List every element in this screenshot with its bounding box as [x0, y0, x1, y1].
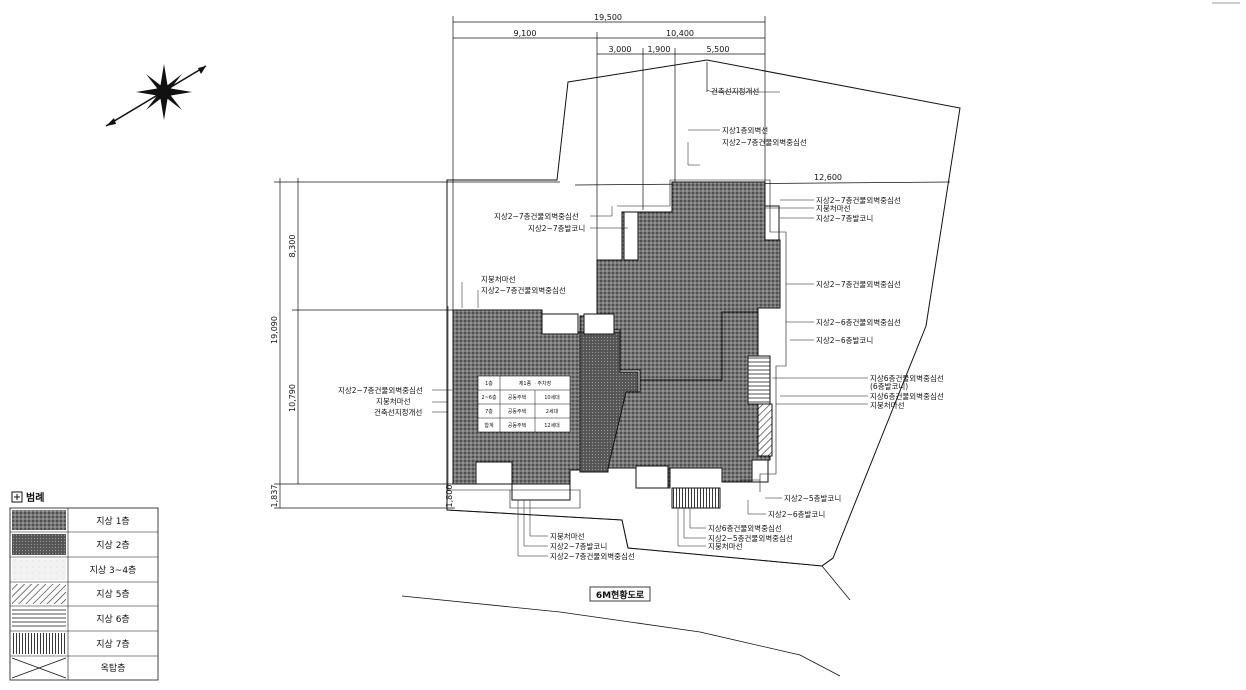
dim-left-total: 19,090	[270, 316, 279, 344]
left-dimensions	[274, 178, 560, 509]
block-5f	[757, 403, 773, 457]
block-6f	[747, 355, 771, 405]
label-l10: 지상2~7층건물외벽중심선	[481, 285, 566, 295]
label-l7: 지상2~7층발코니	[816, 213, 873, 223]
label-l15: 지상6층건물외벽중심선	[870, 391, 944, 401]
road-label-box	[589, 586, 651, 602]
legend-swatch	[12, 633, 66, 654]
leader-lines	[432, 89, 868, 557]
label-l1: 지상1층외벽선	[722, 125, 768, 135]
top-dimensions	[452, 16, 951, 310]
legend-item: 지상 6층	[96, 614, 129, 625]
dim-top-c: 5,500	[707, 45, 730, 54]
label-l20: 지상2~5층발코니	[784, 493, 841, 503]
dim-top-a: 3,000	[609, 45, 632, 54]
road-edge-upper	[446, 509, 834, 567]
table-cell: 합계	[484, 422, 494, 429]
road-edge-lower	[401, 595, 841, 677]
dim-left-lower: 10,790	[288, 384, 297, 412]
road-edge-corner	[821, 565, 851, 601]
building-footprint	[447, 179, 787, 509]
label-l19: 건축선지정개선	[374, 407, 422, 417]
legend-swatch	[12, 534, 66, 555]
legend-item: 지상 3~4층	[90, 565, 137, 576]
label-l9: 지붕처마선	[481, 275, 516, 284]
dim-left-bottom: 1,837	[270, 485, 279, 508]
table-cell: 공동주택	[508, 408, 527, 415]
dim-left-bottom2: 1,800	[445, 485, 454, 508]
label-l4: 지붕처마선	[816, 204, 851, 213]
legend-item: 지상 1층	[96, 516, 129, 527]
label-l18: 지붕처마선	[376, 397, 411, 406]
dim-left-upper: 8,300	[288, 235, 297, 258]
legend: 범례 지상 1층 지상 2층 지상 3~4층 지상 5층 지상 6층 지상 7층…	[9, 491, 159, 681]
label-l12: 지상2~6층발코니	[816, 335, 873, 345]
legend-item: 지상 2층	[96, 540, 129, 551]
table-cell: 공동주택	[508, 422, 527, 429]
label-l16: 지붕처마선	[870, 401, 905, 410]
table-cell: 2~6층	[481, 394, 497, 401]
legend-item: 지상 5층	[96, 589, 129, 600]
table-cell: 공동주택	[508, 394, 527, 401]
legend-item: 지상 7층	[96, 639, 129, 650]
label-l21: 지상2~6층발코니	[768, 509, 825, 519]
table-cell: 10세대	[544, 394, 560, 401]
label-l23: 지상2~5층건물외벽중심선	[708, 533, 793, 543]
dim-top-total: 19,500	[594, 13, 622, 22]
label-l6: 지상2~7층건물외벽중심선	[816, 195, 901, 205]
label-l13: 지상6층건물외벽중심선	[870, 373, 944, 383]
table-cell: 7층	[485, 408, 493, 415]
legend-swatch	[12, 510, 66, 530]
legend-swatch	[12, 608, 66, 629]
label-l26: 지상2~7층발코니	[550, 541, 607, 551]
label-boundary-line: 건축선지정개선	[711, 86, 759, 96]
label-l17: 지상2~7층건물외벽중심선	[338, 385, 423, 395]
legend-swatch	[12, 584, 66, 604]
label-l14: (6층발코니)	[870, 382, 908, 391]
legend-item: 옥탑층	[101, 662, 126, 674]
table-cell: 1층	[485, 380, 493, 387]
dim-top-b: 1,900	[648, 45, 671, 54]
dim-top-right: 10,400	[666, 29, 694, 38]
legend-swatch	[12, 559, 66, 580]
north-arrow-icon	[105, 64, 207, 127]
block-lower	[607, 311, 771, 489]
label-l27: 지상2~7층건물외벽중심선	[550, 551, 635, 561]
legend-swatch	[11, 657, 67, 679]
label-l22: 지상6층건물외벽중심선	[708, 523, 782, 533]
dim-top-left: 9,100	[514, 29, 537, 38]
label-l24: 지붕처마선	[708, 542, 743, 551]
label-l25: 지붕처마선	[550, 532, 585, 541]
unit-info-table: 1층 제1종 ㆍ주차장 2~6층 공동주택 10세대 7층 공동주택 2세대 합…	[477, 375, 571, 433]
table-cell: 2세대	[546, 408, 559, 415]
label-l5: 지상2~7층발코니	[528, 223, 585, 233]
legend-title: 범례	[26, 491, 44, 504]
table-cell: 12세대	[544, 422, 560, 429]
label-l11: 지상2~6층건물외벽중심선	[816, 317, 901, 327]
dim-right-width: 12,600	[814, 173, 842, 182]
label-l3: 지상2~7층건물외벽중심선	[494, 211, 579, 221]
road-label: 6M현황도로	[596, 589, 645, 601]
label-l8: 지상2~7층건물외벽중심선	[816, 279, 901, 289]
table-cell: 제1종 ㆍ주차장	[519, 380, 552, 387]
label-l2: 지상2~7층건물외벽중심선	[722, 137, 807, 147]
